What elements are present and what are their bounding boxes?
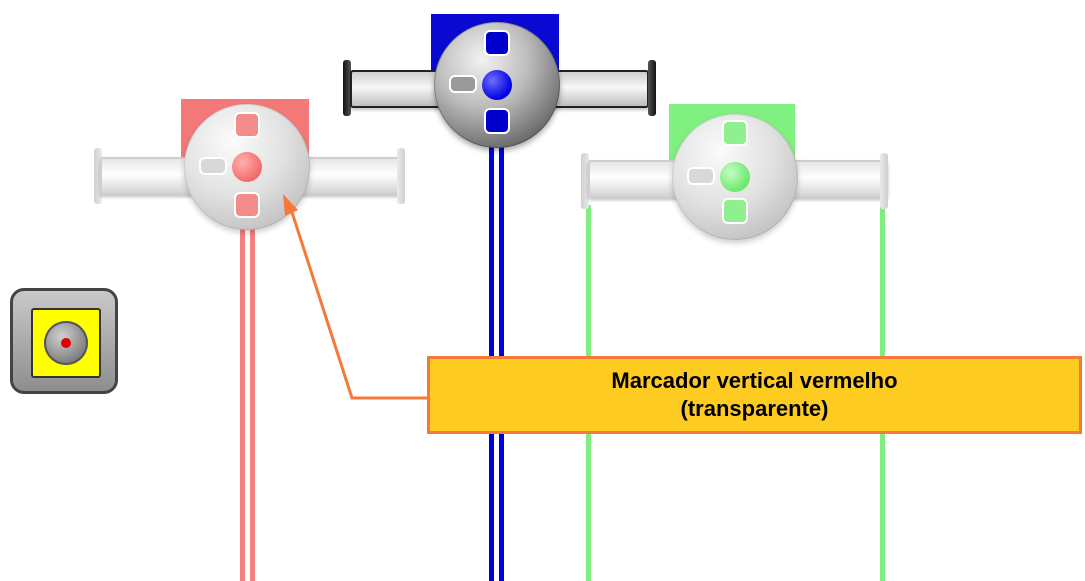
target-button-face [31, 308, 101, 378]
red-marker-knob[interactable] [184, 104, 310, 230]
red-marker-handle-cap-right[interactable] [397, 148, 405, 204]
callout-box: Marcador vertical vermelho (transparente… [427, 356, 1082, 434]
green-marker-knob[interactable] [672, 114, 798, 240]
green-marker-up-square[interactable] [722, 120, 748, 146]
target-center-dot [61, 338, 71, 348]
green-marker-left-pill[interactable] [687, 167, 715, 185]
blue-marker-handle-cap-left[interactable] [343, 60, 351, 116]
blue-marker-handle-cap-right[interactable] [648, 60, 656, 116]
blue-marker-center-dot[interactable] [482, 70, 512, 100]
target-icon [44, 321, 88, 365]
green-marker-down-square[interactable] [722, 198, 748, 224]
red-marker-handle-cap-left[interactable] [94, 148, 102, 204]
blue-marker-up-square[interactable] [484, 30, 510, 56]
target-button[interactable] [10, 288, 118, 394]
callout-arrow-line [287, 202, 428, 400]
blue-marker-left-pill[interactable] [449, 75, 477, 93]
green-marker-handle-cap-right[interactable] [880, 153, 888, 209]
green-marker-center-dot[interactable] [720, 162, 750, 192]
callout-line-1: Marcador vertical vermelho [611, 368, 898, 393]
callout-line-2: (transparente) [680, 396, 829, 421]
red-marker-down-square[interactable] [234, 192, 260, 218]
red-marker-center-dot[interactable] [232, 152, 262, 182]
blue-marker-down-square[interactable] [484, 108, 510, 134]
green-marker-handle-cap-left[interactable] [581, 153, 589, 209]
red-marker-up-square[interactable] [234, 112, 260, 138]
red-marker-left-pill[interactable] [199, 157, 227, 175]
red-marker-line-right[interactable] [250, 228, 255, 581]
red-marker-line-left[interactable] [240, 228, 245, 581]
blue-marker-knob[interactable] [434, 22, 560, 148]
